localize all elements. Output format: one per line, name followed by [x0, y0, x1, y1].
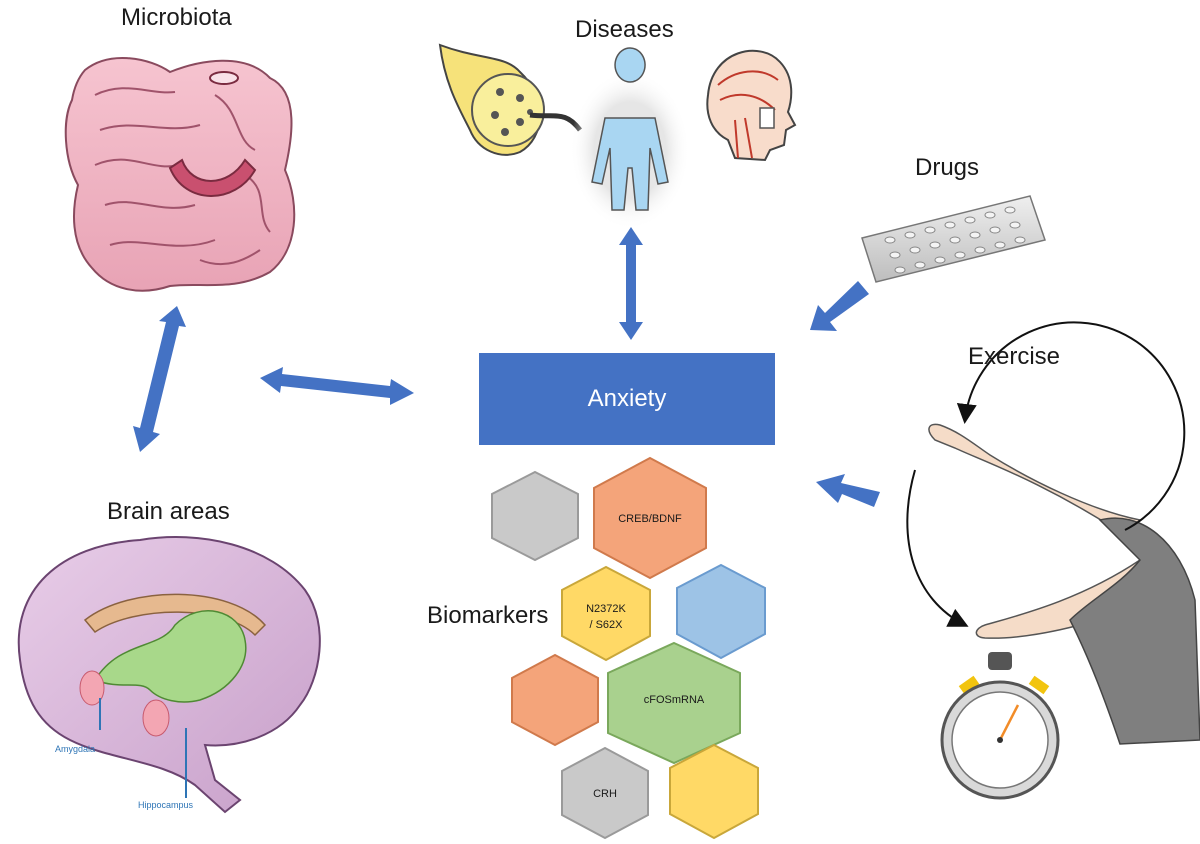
arrows: [133, 227, 880, 507]
exercise-label: Exercise: [968, 343, 1061, 370]
cfos-label: cFOSmRNA: [644, 694, 705, 706]
exercise-legs-icon: [906, 321, 1200, 745]
brain-areas-label: Brain areas: [107, 498, 230, 525]
hex-orange-bottom: [511, 653, 599, 747]
hex-cfos: [607, 641, 741, 765]
drugs-anxiety-arrow: [810, 281, 869, 331]
hippocampus-label: Hippocampus: [138, 800, 194, 810]
crh-label: CRH: [593, 788, 617, 800]
microbiota-label: Microbiota: [121, 4, 232, 31]
stopwatch-icon: [940, 652, 1060, 800]
intestine-icon: [64, 57, 296, 292]
microbiota-brain-arrow: [133, 306, 186, 452]
diseases-anxiety-arrow: [619, 227, 643, 340]
amygdala-label: Amygdala: [55, 744, 95, 754]
n2372k-label-line1: N2372K: [586, 603, 626, 615]
hex-gray-top: [491, 470, 579, 562]
head-vessels-icon: [706, 49, 797, 162]
n2372k-label-line2: / S62X: [589, 619, 623, 631]
drugs-label: Drugs: [915, 154, 980, 181]
hex-yellow-bottom: [669, 743, 759, 840]
creb-bdnf-label: CREB/BDNF: [618, 513, 682, 525]
anxiety-label: Anxiety: [587, 385, 667, 412]
diseases-label: Diseases: [575, 16, 674, 43]
hex-blue: [676, 563, 766, 660]
biomarker-hexagons: CREB/BDNF N2372K / S62X cFOSmRNA CRH: [491, 456, 766, 840]
pancreas-icon: [438, 43, 582, 156]
hex-creb-bdnf: [593, 456, 707, 580]
anxiety-axis-arrow: [260, 367, 414, 405]
exercise-anxiety-arrow: [816, 474, 880, 507]
anxiety-box: Anxiety: [479, 353, 775, 445]
biomarkers-label: Biomarkers: [427, 602, 549, 629]
brain-icon: Amygdala Hippocampus: [17, 536, 321, 814]
blister-pack-icon: [861, 195, 1046, 283]
human-body-icon: [570, 47, 690, 230]
hex-crh: [561, 746, 649, 840]
hex-n2372k: [561, 565, 651, 662]
